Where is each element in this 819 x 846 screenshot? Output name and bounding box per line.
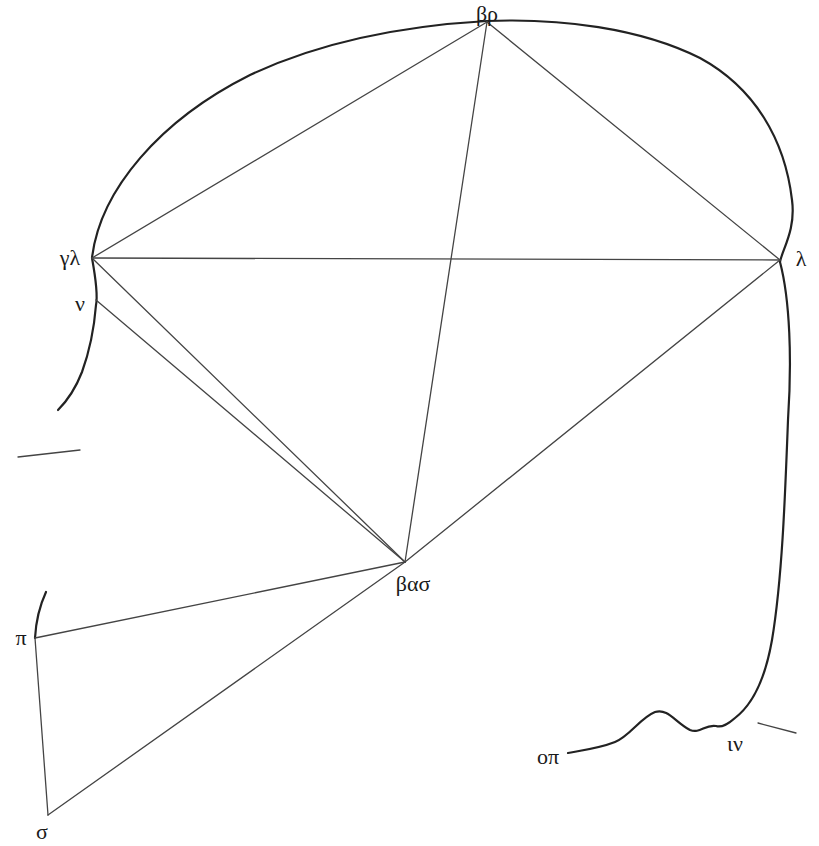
jaw-outline <box>35 592 46 638</box>
measure-line <box>35 638 48 815</box>
measure-line <box>487 22 780 260</box>
point-label: σ <box>34 820 50 844</box>
face-outline <box>58 258 97 410</box>
measure-line <box>92 258 780 260</box>
measure-line <box>405 260 780 562</box>
measure-line <box>92 258 405 562</box>
measure-line <box>405 22 487 562</box>
measure-line <box>48 562 405 815</box>
point-label: βρ <box>474 2 500 26</box>
measure-line <box>96 300 405 562</box>
point-label: γλ <box>58 246 82 270</box>
point-label: ιν <box>725 732 745 756</box>
point-label: οπ <box>535 745 561 769</box>
point-label: βασ <box>394 572 433 596</box>
skull-outline <box>92 20 793 753</box>
measure-line <box>35 562 405 638</box>
tick-line <box>18 450 80 457</box>
point-label: ν <box>73 292 87 316</box>
point-label: π <box>13 626 28 650</box>
point-label: λ <box>794 247 809 271</box>
measure-line <box>92 22 487 258</box>
tick-line <box>758 723 796 733</box>
